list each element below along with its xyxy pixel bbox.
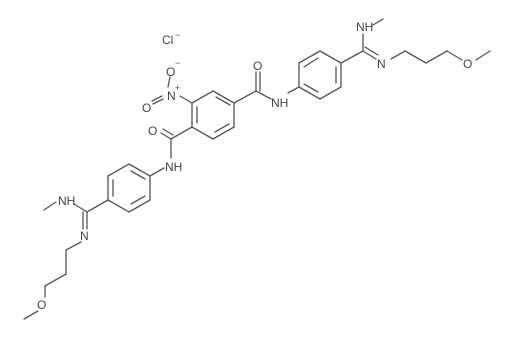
atom-labels: Cl − O − N + O O NH O NH NH N O NH N O [37,20,472,312]
nitro-oxygen-label: O [142,101,151,115]
chloride-charge: − [175,30,180,40]
nitro-nitrogen-label: N [167,89,176,103]
upper-amide-oxygen-label: O [253,59,262,73]
nitro-nitrogen-charge: + [175,83,180,93]
right-amidine-nh-label: NH [356,20,373,34]
right-ether-oxygen-label: O [463,57,472,71]
nitro-oxygen-charge: − [175,58,180,68]
chloride-ion-label: Cl [162,33,173,47]
bond-skeleton [23,18,491,320]
left-amidine-nh-label: NH [58,194,75,208]
lower-amide-oxygen-label: O [148,124,157,138]
right-amidine-n-label: N [377,57,386,71]
lower-amide-nh-label: NH [165,160,182,174]
nitro-oxygen-minus-label: O [166,65,175,79]
left-ether-oxygen-label: O [37,298,46,312]
left-amidine-n-label: N [80,229,89,243]
upper-amide-nh-label: NH [271,96,288,110]
